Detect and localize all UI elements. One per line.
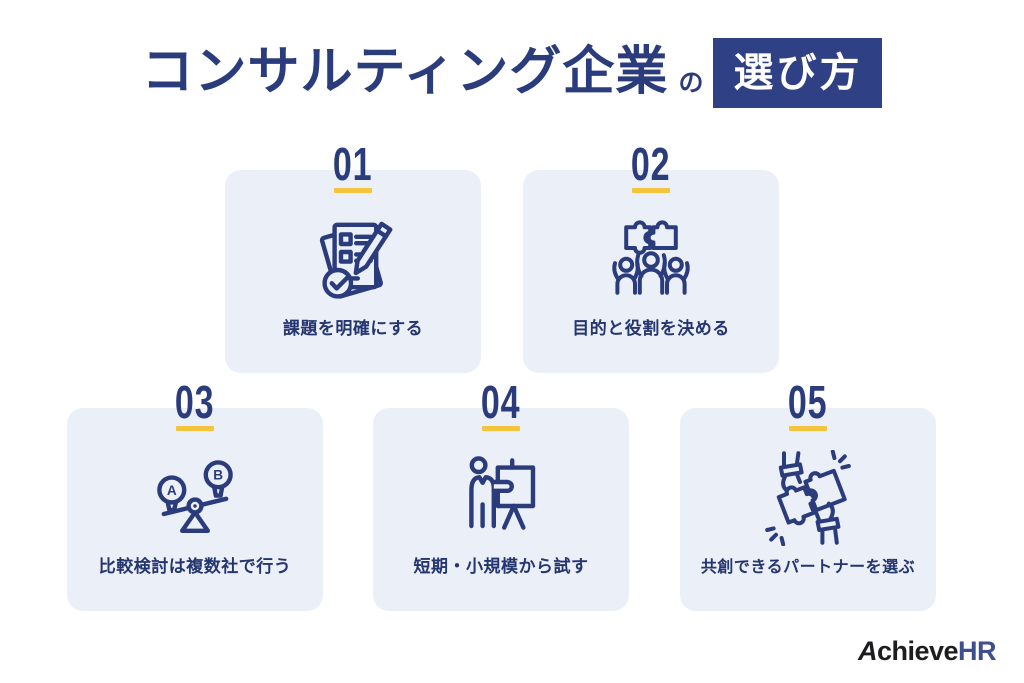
brand-logo-hr: HR — [958, 636, 997, 666]
step-number: 02 — [631, 138, 671, 190]
title-main-text: コンサルティング企業 — [141, 43, 669, 102]
step-number-block: 04 — [373, 376, 629, 432]
svg-text:A: A — [167, 483, 177, 498]
step-number: 04 — [481, 376, 521, 428]
step-number: 01 — [333, 138, 373, 190]
step-number-block: 01 — [225, 138, 481, 194]
step-card-4: 04 短期・小規模から試す — [373, 379, 629, 611]
step-label: 共創できるパートナーを選ぶ — [700, 559, 916, 576]
step-card-5: 05 共創できるパートナーを選ぶ — [680, 379, 936, 611]
step-card-2: 02 目的と役割を決める — [523, 141, 779, 373]
hands-joining-puzzle-icon — [758, 450, 858, 546]
step-number-block: 05 — [680, 376, 936, 432]
ab-compare-scale-icon: A B — [145, 450, 245, 546]
yellow-underline — [632, 188, 670, 194]
checklist-pencil-icon — [303, 212, 403, 308]
step-card-3: 03 A B 比較検討は複数社で行う — [67, 379, 323, 611]
brand-logo: AchieveHR — [857, 636, 997, 667]
yellow-underline — [334, 188, 372, 194]
step-number: 03 — [175, 376, 215, 428]
step-label: 課題を明確にする — [282, 319, 424, 338]
brand-logo-achieve: Achieve — [857, 636, 959, 666]
step-card-1: 01 課題を明確にする — [225, 141, 481, 373]
step-label: 短期・小規模から試す — [413, 557, 589, 576]
step-label: 目的と役割を決める — [572, 319, 730, 338]
step-number-block: 02 — [523, 138, 779, 194]
step-number-block: 03 — [67, 376, 323, 432]
title-highlight-badge: 選び方 — [713, 38, 883, 108]
title-particle: の — [678, 69, 704, 97]
presentation-board-icon — [451, 450, 551, 546]
yellow-underline — [482, 426, 520, 432]
page-title: コンサルティング企業 の 選び方 — [0, 38, 1024, 108]
yellow-underline — [789, 426, 827, 432]
step-label: 比較検討は複数社で行う — [98, 557, 292, 576]
svg-text:B: B — [213, 468, 223, 483]
team-puzzle-icon — [601, 212, 701, 308]
step-number: 05 — [788, 376, 828, 428]
yellow-underline — [176, 426, 214, 432]
